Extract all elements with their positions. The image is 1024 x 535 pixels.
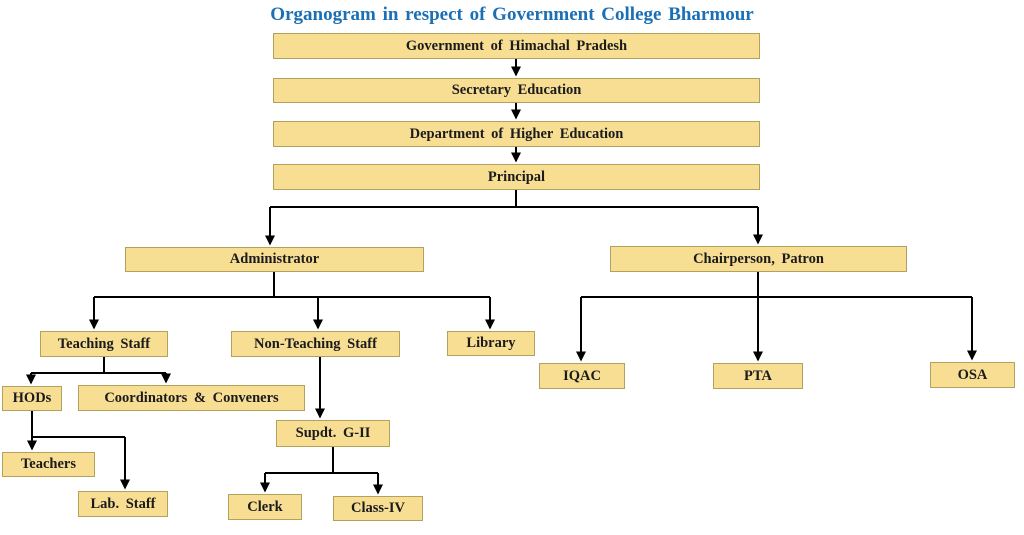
node-teachers: Teachers: [2, 452, 95, 477]
node-coordinators-conveners: Coordinators & Conveners: [78, 385, 305, 411]
node-administrator: Administrator: [125, 247, 424, 272]
node-teaching-staff: Teaching Staff: [40, 331, 168, 357]
node-government: Government of Himachal Pradesh: [273, 33, 760, 59]
node-supdt-g2: Supdt. G-II: [276, 420, 390, 447]
node-chairperson-patron: Chairperson, Patron: [610, 246, 907, 272]
node-principal: Principal: [273, 164, 760, 190]
node-hods: HODs: [2, 386, 62, 411]
node-secretary-education: Secretary Education: [273, 78, 760, 103]
node-lab-staff: Lab. Staff: [78, 491, 168, 517]
node-dept-higher-education: Department of Higher Education: [273, 121, 760, 147]
node-non-teaching-staff: Non-Teaching Staff: [231, 331, 400, 357]
node-iqac: IQAC: [539, 363, 625, 389]
node-library: Library: [447, 331, 535, 356]
node-pta: PTA: [713, 363, 803, 389]
page-title: Organogram in respect of Government Coll…: [270, 4, 754, 25]
node-osa: OSA: [930, 362, 1015, 388]
node-clerk: Clerk: [228, 494, 302, 520]
node-class-iv: Class-IV: [333, 496, 423, 521]
